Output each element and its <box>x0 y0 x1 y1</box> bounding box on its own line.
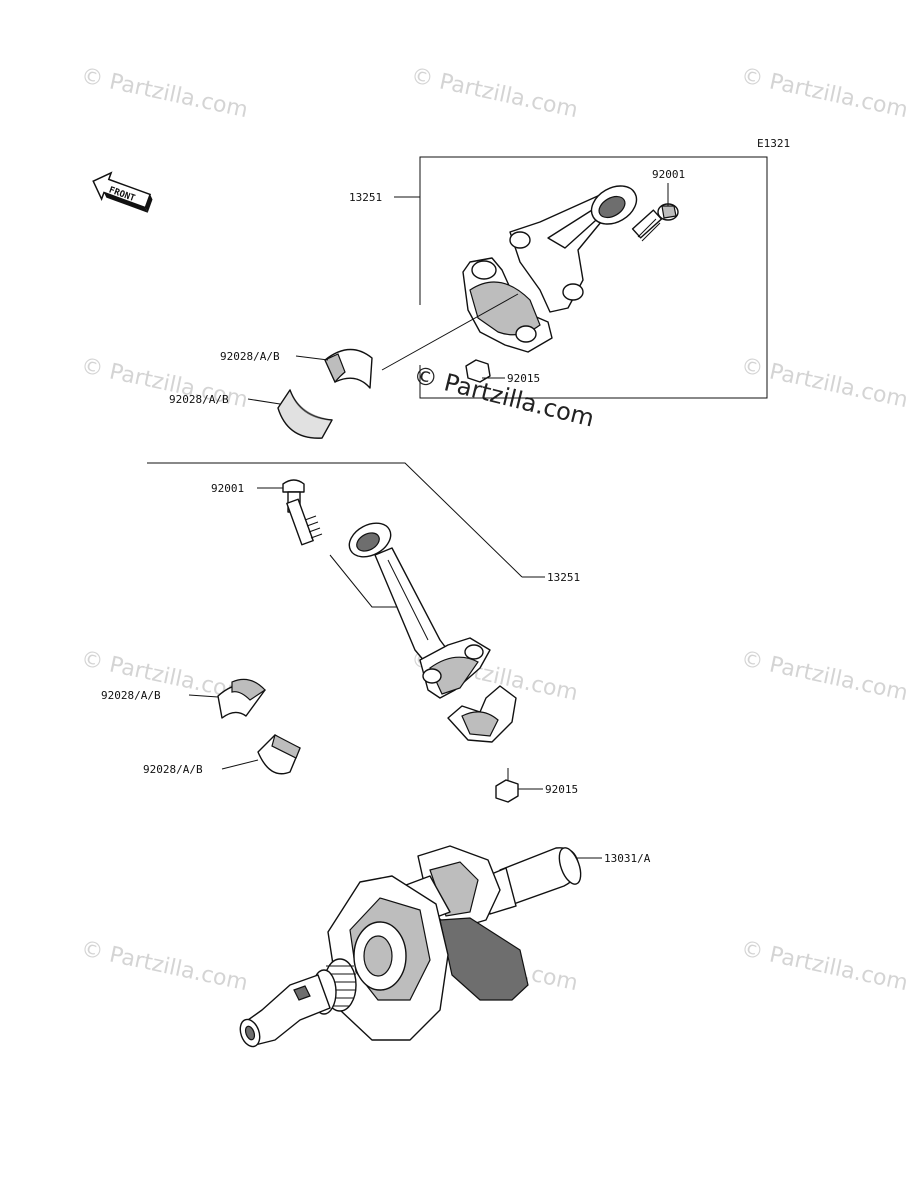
callout-mid-bolt: 92001 <box>211 482 244 495</box>
callout-mid-bearing-lower: 92028/A/B <box>143 763 203 776</box>
watermark: © Partzilla.com <box>79 63 250 123</box>
callout-top-bolt: 92001 <box>652 168 685 181</box>
mid-nut <box>495 779 519 803</box>
watermarks: © Partzilla.com © Partzilla.com © Partzi… <box>79 63 910 996</box>
mid-bearing-lower <box>257 734 301 775</box>
top-rod-assembly-box <box>419 156 768 399</box>
watermark: © Partzilla.com <box>739 353 910 413</box>
mid-bearing-upper <box>217 678 266 719</box>
callout-mid-rod-assembly: 13251 <box>547 571 580 584</box>
watermark: © Partzilla.com <box>409 63 580 123</box>
top-bolt <box>631 203 679 242</box>
watermark: © Partzilla.com <box>739 646 910 706</box>
crankshaft <box>239 845 582 1048</box>
callout-top-bearing-upper: 92028/A/B <box>220 350 280 363</box>
mid-bolt <box>282 479 323 546</box>
diagram-code: E1321 <box>757 137 790 150</box>
callout-top-nut: 92015 <box>507 372 540 385</box>
watermark: © Partzilla.com <box>739 936 910 996</box>
front-arrow-icon: FRONT <box>92 171 153 213</box>
callout-crankshaft: 13031/A <box>604 852 651 865</box>
leader-line <box>381 293 519 371</box>
callout-mid-bearing-upper: 92028/A/B <box>101 689 161 702</box>
center-watermark: © Partzilla.com <box>411 361 597 433</box>
callout-mid-nut: 92015 <box>545 783 578 796</box>
watermark: © Partzilla.com <box>739 63 910 123</box>
top-bearing-upper <box>324 348 373 389</box>
mid-rod-assembly-box <box>147 462 523 578</box>
top-bearing-lower <box>277 388 333 439</box>
top-connecting-rod <box>462 185 638 353</box>
top-nut <box>465 359 491 383</box>
watermark: © Partzilla.com <box>79 936 250 996</box>
callout-top-rod-assembly: 13251 <box>349 191 382 204</box>
mid-connecting-rod <box>348 522 491 699</box>
mid-rod-cap <box>447 685 517 743</box>
leader-line <box>329 554 400 608</box>
callout-top-bearing-lower: 92028/A/B <box>169 393 229 406</box>
